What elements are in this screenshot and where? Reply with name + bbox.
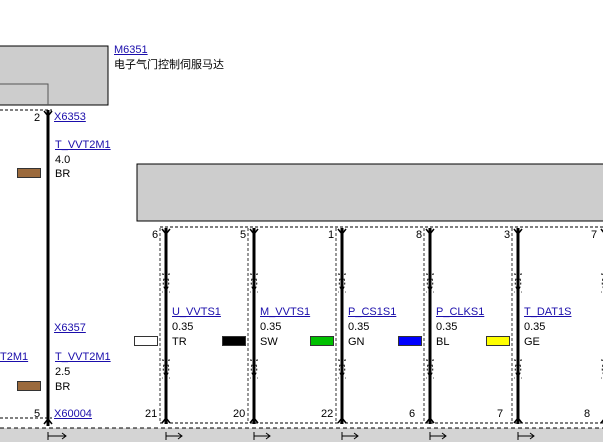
pin-number: 21 [145, 408, 158, 420]
pin-number: 3 [504, 229, 511, 241]
wire-gauge: 2.5 [55, 366, 71, 378]
wire-gauge: 0.35 [260, 321, 282, 333]
pin-number: 8 [416, 229, 423, 241]
shield-arc [249, 273, 258, 293]
pin-number: 5 [34, 408, 41, 420]
shield-arc [513, 359, 522, 379]
bus-arrow-icon [341, 432, 359, 440]
pin-number: 8 [584, 408, 591, 420]
wire-color-swatch [134, 336, 158, 346]
wire-gauge: 0.35 [524, 321, 546, 333]
pin-number: 22 [321, 408, 334, 420]
wire-gauge: 0.35 [436, 321, 458, 333]
bottom-bus [0, 428, 603, 442]
wire-color-swatch [222, 336, 246, 346]
component-m6351-box [0, 45, 109, 106]
shield-arc [514, 273, 523, 293]
wire-color-code: BR [55, 168, 71, 180]
pin-chevron [600, 228, 603, 233]
shield-arc [337, 273, 346, 293]
pin-chevron [43, 110, 53, 118]
shield-arc [426, 273, 435, 293]
wire-signal-link[interactable]: P_CS1S1 [348, 306, 397, 318]
wire-color-swatch [310, 336, 334, 346]
bus-arrow-icon [429, 432, 447, 440]
wire-color-code: GN [348, 336, 365, 348]
wire-color-swatch [17, 381, 41, 391]
shield-arc [338, 273, 347, 293]
pin-chevron [513, 228, 523, 236]
shield-arc [250, 273, 259, 293]
wire-color-code: BR [55, 381, 71, 393]
pin-number: 6 [409, 408, 416, 420]
pin-number: 1 [328, 229, 335, 241]
pin-chevron [600, 419, 603, 424]
pin-chevron [43, 417, 53, 425]
shield-arc [162, 359, 171, 379]
bus-arrow-icon [47, 432, 67, 440]
wire-color-code: BL [436, 336, 450, 348]
bus-arrow-icon [517, 432, 535, 440]
shield-arc [161, 359, 170, 379]
pin-number: 7 [591, 229, 598, 241]
pin-chevron [161, 228, 171, 236]
shield-arc [426, 359, 435, 379]
wire-gauge: 4.0 [55, 154, 71, 166]
edge-signal-link[interactable]: T2M1 [0, 351, 29, 363]
wire-color-swatch [398, 336, 422, 346]
shield-arc [513, 273, 522, 293]
module-box [136, 163, 603, 222]
shield-arc [338, 359, 347, 379]
connector-x6353-link[interactable]: X6353 [54, 111, 86, 123]
component-id-link[interactable]: M6351 [114, 44, 148, 56]
pin-number: 2 [34, 112, 41, 124]
pin-chevron [337, 416, 347, 424]
wire-color-code: GE [524, 336, 540, 348]
pin-number: 20 [233, 408, 246, 420]
shield-arc [250, 359, 259, 379]
pin-chevron [249, 228, 259, 236]
pin-number: 5 [240, 229, 247, 241]
shield-arc [337, 359, 346, 379]
pin-chevron [337, 228, 347, 236]
connector-x60004-link[interactable]: X60004 [54, 408, 92, 420]
shield-arc [601, 277, 603, 289]
pin-chevron [425, 416, 435, 424]
wire-signal-link[interactable]: T_DAT1S [524, 306, 572, 318]
pin-chevron [425, 228, 435, 236]
wire-color-code: TR [172, 336, 187, 348]
pin-number: 6 [152, 229, 159, 241]
bus-arrow-icon [165, 432, 183, 440]
wire-signal-link[interactable]: M_VVTS1 [260, 306, 311, 318]
shield-arc [601, 363, 603, 375]
connector-x6357-link[interactable]: X6357 [54, 322, 86, 334]
wire-color-swatch [17, 168, 41, 178]
wire-color-code: SW [260, 336, 278, 348]
shield-arc [249, 359, 258, 379]
component-inner-line [0, 83, 49, 105]
shield-arc [425, 359, 434, 379]
wire-signal-link[interactable]: T_VVT2M1 [55, 139, 111, 151]
shield-arc [514, 359, 523, 379]
pin-chevron [249, 416, 259, 424]
pin-chevron [161, 416, 171, 424]
shield-arc [161, 273, 170, 293]
wire-signal-link[interactable]: T_VVT2M1 [55, 351, 111, 363]
wire-signal-link[interactable]: P_CLKS1 [436, 306, 485, 318]
wire-color-swatch [486, 336, 510, 346]
pin-chevron [513, 416, 523, 424]
wire-signal-link[interactable]: U_VVTS1 [172, 306, 221, 318]
wire-gauge: 0.35 [172, 321, 194, 333]
bus-arrow-icon [253, 432, 271, 440]
component-name: 电子气门控制伺服马达 [114, 59, 224, 71]
pin-number: 7 [497, 408, 504, 420]
shield-arc [425, 273, 434, 293]
wire-gauge: 0.35 [348, 321, 370, 333]
shield-arc [162, 273, 171, 293]
